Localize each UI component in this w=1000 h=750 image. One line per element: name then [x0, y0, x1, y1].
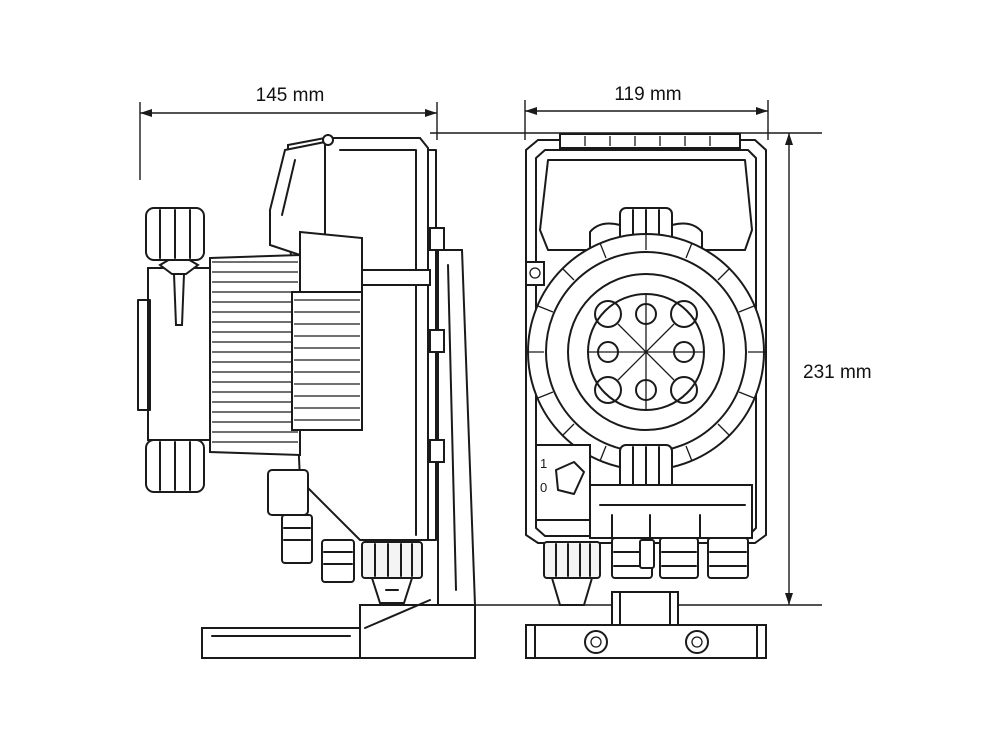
dimension-depth: 145 mm — [139, 85, 438, 180]
dimension-width: 119 mm — [524, 84, 769, 140]
width-label: 119 mm — [614, 84, 681, 105]
svg-text:0: 0 — [540, 480, 547, 495]
depth-label: 145 mm — [256, 85, 325, 106]
svg-text:1: 1 — [540, 456, 547, 471]
height-label: 231 mm — [803, 362, 872, 383]
pump-side-view — [137, 134, 477, 659]
pump-front-view: 1 0 — [525, 133, 767, 659]
